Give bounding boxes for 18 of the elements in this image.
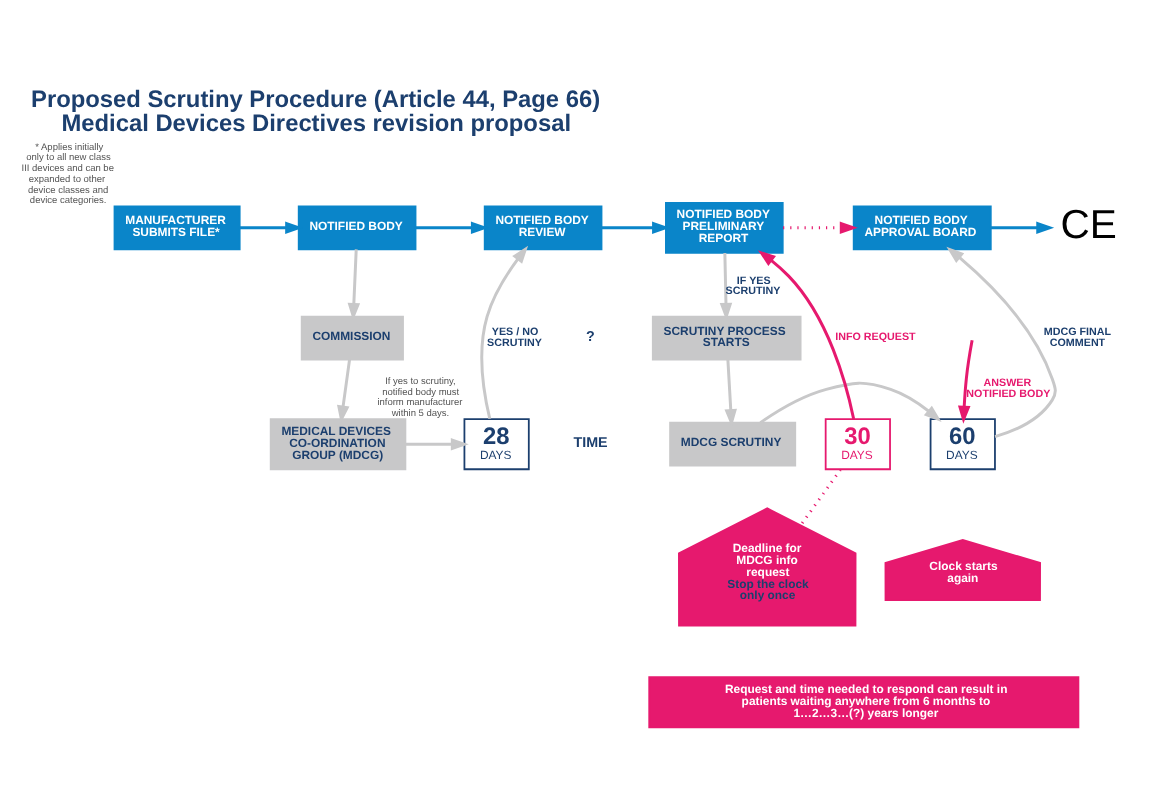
arrow bbox=[601, 221, 670, 235]
arrow bbox=[783, 221, 858, 235]
arrow bbox=[347, 249, 361, 321]
arrow bbox=[240, 221, 304, 235]
arrow bbox=[415, 221, 489, 235]
arrow bbox=[405, 437, 469, 451]
node-text: CE bbox=[1060, 204, 1117, 249]
diagram-title: Proposed Scrutiny Procedure (Article 44, Page 66) Medical Devices Directives revision proposal bbox=[31, 85, 601, 138]
connector bbox=[799, 468, 842, 526]
arrow bbox=[724, 359, 737, 428]
arrow bbox=[946, 246, 1057, 439]
arrow bbox=[759, 381, 942, 424]
arrow bbox=[991, 221, 1055, 235]
arrow bbox=[337, 359, 351, 424]
arrow bbox=[757, 250, 856, 420]
arrow bbox=[480, 245, 529, 420]
arrow bbox=[719, 252, 733, 321]
arrow bbox=[957, 340, 974, 424]
